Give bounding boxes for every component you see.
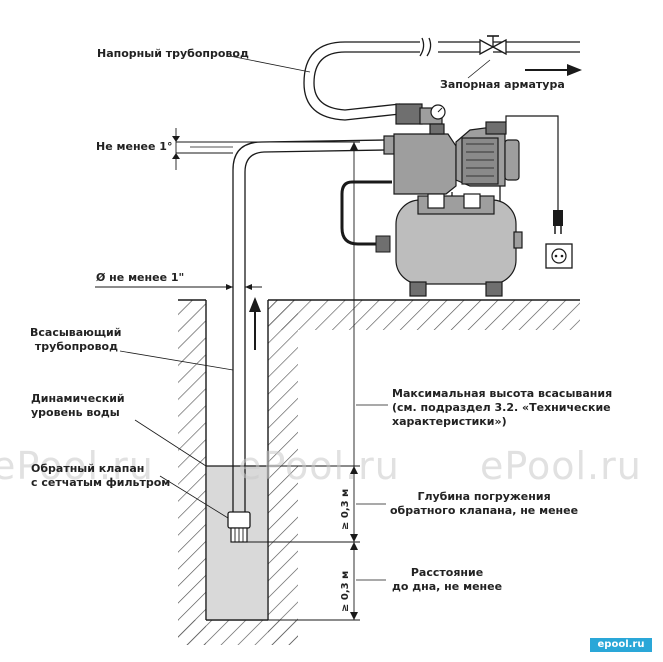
label-slope: Не менее 1° bbox=[96, 140, 173, 153]
power-cable bbox=[505, 115, 559, 210]
label-max-height-line2: (см. подраздел 3.2. «Технические bbox=[392, 401, 611, 414]
pump-icon bbox=[383, 103, 520, 204]
label-bottom-line1: Расстояние bbox=[410, 566, 484, 579]
gate-valve-icon bbox=[479, 35, 507, 56]
label-dynamic-level-line2: уровень воды bbox=[31, 406, 120, 419]
label-suction-pipe-line1: Всасывающий bbox=[30, 326, 122, 339]
check-valve-icon bbox=[227, 511, 251, 543]
wall-socket-icon bbox=[545, 243, 573, 269]
pressure-tank-icon bbox=[395, 193, 523, 297]
dim-bottom-label: ≥ 0,3 м bbox=[340, 571, 351, 612]
slope-dimension bbox=[175, 128, 360, 170]
pressure-pipe bbox=[303, 37, 580, 121]
label-check-valve: Обратный клапан с сетчатым фильтром bbox=[31, 462, 170, 490]
dim-immersion-label: ≥ 0,3 м bbox=[340, 489, 351, 530]
label-check-valve-line2: с сетчатым фильтром bbox=[31, 476, 171, 489]
label-max-height-line3: характеристики») bbox=[392, 415, 507, 428]
label-immersion: Глубина погружения обратного клапана, не… bbox=[390, 490, 578, 518]
watermark: ePool.ru bbox=[480, 444, 642, 488]
label-immersion-line1: Глубина погружения bbox=[417, 490, 551, 503]
flow-arrow-icon bbox=[249, 297, 261, 350]
label-max-height: Максимальная высота всасывания (см. подр… bbox=[392, 387, 612, 429]
label-dynamic-level-line1: Динамический bbox=[31, 392, 125, 405]
ground bbox=[178, 299, 580, 645]
label-max-height-line1: Максимальная высота всасывания bbox=[392, 387, 613, 400]
leader-lines bbox=[119, 55, 491, 581]
site-logo: epool.ru bbox=[590, 638, 652, 652]
power-plug-icon bbox=[553, 210, 563, 234]
label-check-valve-line1: Обратный клапан bbox=[31, 462, 145, 475]
label-immersion-line2: обратного клапана, не менее bbox=[390, 504, 579, 517]
label-bottom-line2: до дна, не менее bbox=[392, 580, 503, 593]
connection-hose bbox=[340, 180, 392, 246]
label-suction-pipe-line2: трубопровод bbox=[34, 340, 118, 353]
watermark: ePool.ru bbox=[0, 444, 154, 488]
label-dynamic-level: Динамический уровень воды bbox=[31, 392, 125, 420]
flow-arrow-icon bbox=[525, 64, 582, 76]
label-suction-pipe: Всасывающий трубопровод bbox=[30, 326, 122, 354]
watermark: ePool.ru bbox=[238, 444, 400, 488]
label-valve: Запорная арматура bbox=[440, 78, 565, 91]
label-diameter: Ø не менее 1" bbox=[96, 271, 185, 284]
label-pressure-pipe: Напорный трубопровод bbox=[97, 47, 249, 60]
label-bottom-distance: Расстояние до дна, не менее bbox=[392, 566, 502, 594]
